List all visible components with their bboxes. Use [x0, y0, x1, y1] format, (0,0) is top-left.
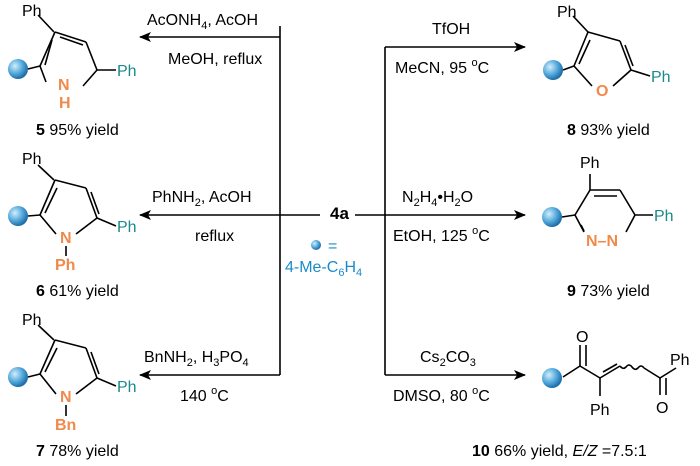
- carbonyl-oxygen-label: O: [656, 400, 668, 417]
- n-phenyl-label: Ph: [55, 257, 75, 274]
- phenyl-label: Ph: [590, 402, 610, 419]
- yield-7: 7 78% yield: [36, 443, 119, 460]
- phenyl-label: Ph: [580, 155, 600, 172]
- r6-cond1: PhNH2, AcOH: [152, 189, 252, 209]
- structure-8: Ph Ph O: [543, 4, 671, 100]
- legend-text: 4-Me-C6H4: [285, 259, 362, 279]
- phenyl-label: Ph: [22, 312, 42, 329]
- left-arrows: [139, 26, 320, 380]
- center-label: 4a: [330, 204, 349, 223]
- phenyl-label: Ph: [654, 208, 674, 225]
- r8-cond2: MeCN, 95 oC: [395, 57, 489, 77]
- sphere-icon: [542, 207, 562, 227]
- oxygen-label: O: [596, 83, 608, 100]
- yield-5: 5 95% yield: [36, 122, 119, 139]
- carbonyl-oxygen-label: O: [576, 329, 588, 346]
- legend-equals: =: [328, 238, 337, 255]
- phenyl-label: Ph: [22, 3, 42, 20]
- r6-cond2: reflux: [195, 228, 234, 245]
- benzyl-label: Bn: [55, 417, 76, 434]
- phenyl-label: Ph: [670, 352, 690, 369]
- phenyl-label: Ph: [117, 379, 137, 396]
- hydrogen-label: H: [59, 95, 71, 112]
- right-arrows: [355, 42, 526, 380]
- sphere-icon: [8, 367, 28, 387]
- phenyl-label: Ph: [557, 4, 577, 21]
- phenyl-label: Ph: [117, 63, 137, 80]
- center-compound-label: 4a: [330, 204, 349, 223]
- phenyl-label: Ph: [22, 151, 42, 168]
- phenyl-label: Ph: [651, 69, 671, 86]
- sphere-legend-icon: [311, 240, 321, 250]
- phenyl-label: Ph: [117, 219, 137, 236]
- r5-cond2: MeOH, reflux: [168, 51, 262, 68]
- structure-10: O Ph Ph O: [542, 329, 690, 419]
- sphere-icon: [8, 59, 28, 79]
- r8-cond1: TfOH: [432, 21, 470, 38]
- nitrogen-label: N: [60, 230, 72, 247]
- yield-9: 9 73% yield: [567, 283, 650, 300]
- yield-10: 10 66% yield, E/Z =7.5:1: [472, 443, 647, 460]
- structure-6: Ph Ph N Ph: [8, 151, 137, 274]
- nitrogen-label: N: [60, 389, 72, 406]
- r9-cond2: EtOH, 125 oC: [393, 225, 490, 245]
- sphere-icon: [8, 206, 28, 226]
- yield-6: 6 61% yield: [36, 283, 119, 300]
- sphere-icon: [543, 60, 563, 80]
- structure-5: Ph Ph N H: [8, 3, 137, 112]
- r9-cond1: N2H4•H2O: [402, 189, 473, 209]
- structure-9: Ph Ph N–N: [542, 155, 674, 250]
- nitrogen-label: N: [58, 77, 70, 94]
- diaza-label: N–N: [586, 233, 618, 250]
- sphere-icon: [542, 368, 562, 388]
- r7-cond2: 140 oC: [180, 385, 229, 405]
- structure-7: Ph Ph N Bn: [8, 312, 137, 434]
- legend: = 4-Me-C6H4: [285, 238, 362, 279]
- r5-cond1: AcONH4, AcOH: [147, 12, 258, 32]
- r10-cond1: Cs2CO3: [420, 349, 476, 369]
- r10-cond2: DMSO, 80 oC: [393, 385, 490, 405]
- r7-cond1: BnNH2, H3PO4: [144, 349, 249, 369]
- yield-8: 8 93% yield: [567, 122, 650, 139]
